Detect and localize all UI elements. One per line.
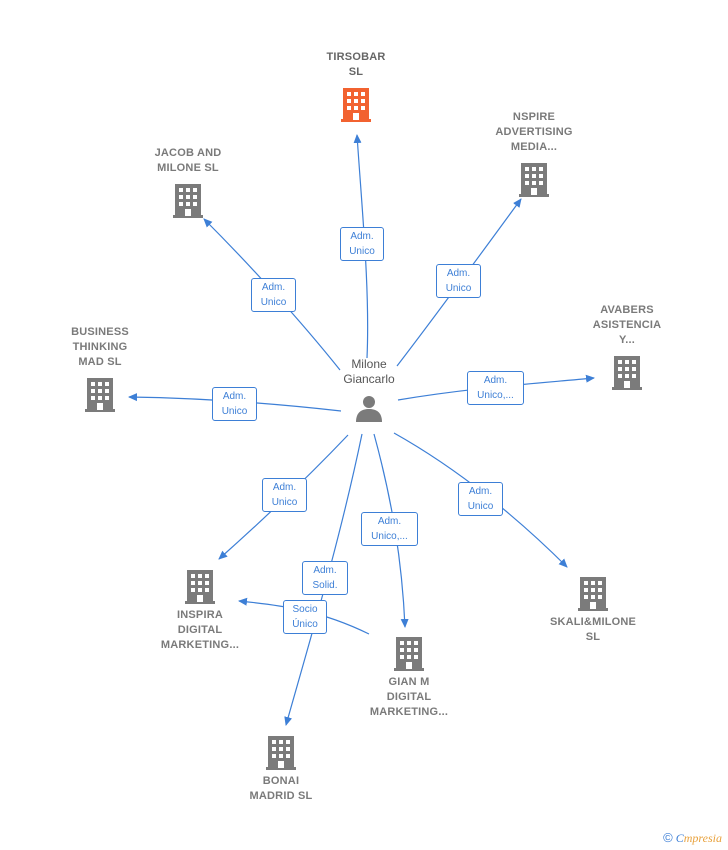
company-inspira[interactable]: INSPIRA DIGITAL MARKETING... [140,568,260,653]
company-label: NSPIRE ADVERTISING MEDIA... [495,111,573,153]
company-nspire[interactable]: NSPIRE ADVERTISING MEDIA... [474,110,594,197]
company-label: BONAI MADRID SL [249,775,313,802]
role-label-inspira[interactable]: Adm. Unico [262,478,307,512]
role-label-skali[interactable]: Adm. Unico [458,482,503,516]
company-label: AVABERS ASISTENCIA Y... [592,304,662,346]
company-gianm[interactable]: GIAN M DIGITAL MARKETING... [349,635,469,720]
role-label-socio[interactable]: Socio Único [283,600,327,634]
brand-logo[interactable]: Cmpresia [675,831,722,845]
person-icon [356,396,382,422]
center-person[interactable]: Milone Giancarlo [319,357,419,423]
company-jacob[interactable]: JACOB AND MILONE SL [128,146,248,218]
building-icon [341,88,371,122]
building-icon [394,637,424,671]
company-label: GIAN M DIGITAL MARKETING... [369,676,449,718]
role-label-tirsobar[interactable]: Adm. Unico [340,227,384,261]
role-label-nspire[interactable]: Adm. Unico [436,264,481,298]
building-icon [519,163,549,197]
company-label: INSPIRA DIGITAL MARKETING... [160,609,240,651]
role-label-bonai[interactable]: Adm. Solid. [302,561,348,595]
role-label-jacob[interactable]: Adm. Unico [251,278,296,312]
company-label: BUSINESS THINKING MAD SL [71,326,129,368]
role-label-avabers[interactable]: Adm. Unico,... [467,371,524,405]
company-avabers[interactable]: AVABERS ASISTENCIA Y... [567,303,687,390]
building-icon [173,184,203,218]
person-name: Milone Giancarlo [343,357,395,386]
footer-copyright: ©Cmpresia [663,830,722,846]
building-icon [612,356,642,390]
copyright-icon: © [663,830,673,845]
building-icon [85,378,115,412]
company-tirsobar[interactable]: TIRSOBAR SL [296,50,416,122]
company-label: SKALI&MILONE SL [549,616,637,643]
building-icon [578,577,608,611]
company-label: TIRSOBAR SL [326,51,386,78]
building-icon [185,570,215,604]
company-bonai[interactable]: BONAI MADRID SL [221,734,341,804]
role-label-gianm[interactable]: Adm. Unico,... [361,512,418,546]
role-label-business[interactable]: Adm. Unico [212,387,257,421]
company-skali[interactable]: SKALI&MILONE SL [533,575,653,645]
building-icon [266,736,296,770]
company-business[interactable]: BUSINESS THINKING MAD SL [40,325,160,412]
company-label: JACOB AND MILONE SL [154,147,222,174]
